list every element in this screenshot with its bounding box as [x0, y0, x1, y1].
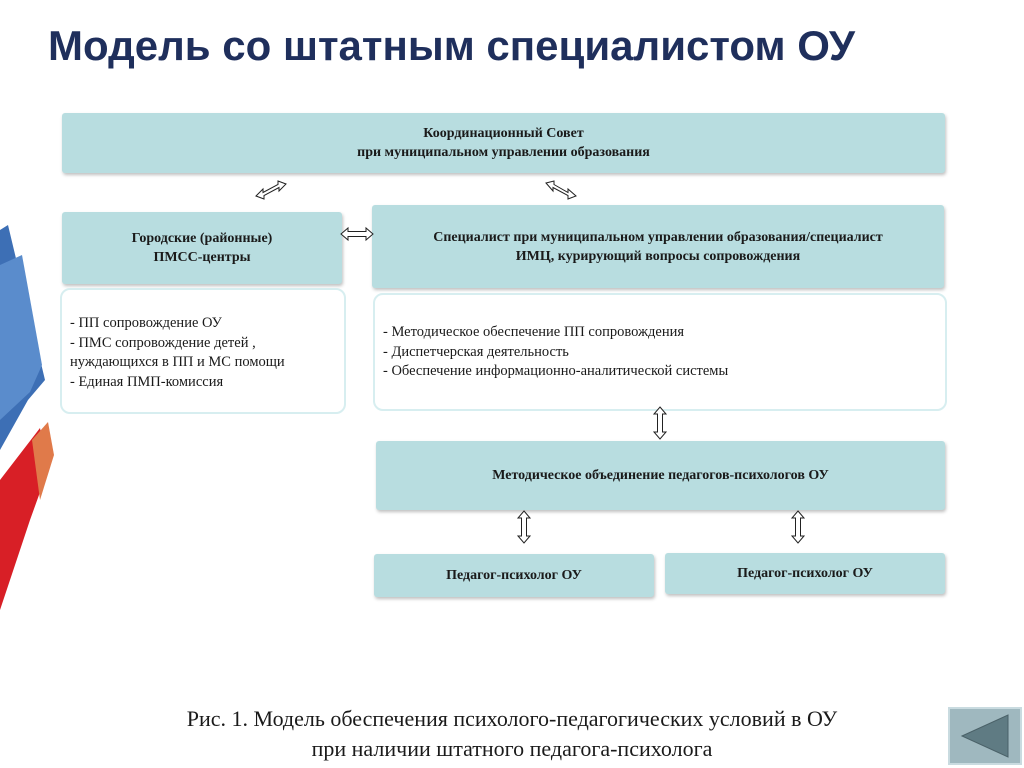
- psychologist-right-box: Педагог-психолог ОУ: [665, 553, 945, 594]
- specialist-function-item: - Диспетчерская деятельность: [383, 343, 569, 360]
- pmss-line1: Городские (районные): [131, 231, 273, 246]
- caption-line1: Рис. 1. Модель обеспечения психолого-пед…: [186, 706, 838, 731]
- pmss-function-item: нуждающихся в ПП и МС помощи: [70, 354, 285, 370]
- figure-caption: Рис. 1. Модель обеспечения психолого-пед…: [0, 704, 1024, 764]
- side-decoration: [0, 225, 54, 610]
- back-triangle-icon: [960, 714, 1009, 758]
- double-arrow-council-pmss: [255, 180, 287, 200]
- council-box: Координационный Совет при муниципальном …: [62, 113, 945, 173]
- methodical-label: Методическое объединение педагогов-психо…: [492, 468, 829, 483]
- double-arrow-pmss-specialist: [340, 226, 374, 242]
- pmss-functions-panel: - ПП сопровождение ОУ - ПМС сопровождени…: [60, 288, 346, 414]
- pmss-function-item: - Единая ПМП-комиссия: [70, 373, 224, 390]
- double-arrow-specialist-methodical: [652, 406, 668, 440]
- council-line2: при муниципальном управлении образования: [357, 145, 650, 160]
- specialist-box: Специалист при муниципальном управлении …: [372, 205, 944, 288]
- specialist-line1: Специалист при муниципальном управлении …: [433, 229, 883, 245]
- psychologist-right-label: Педагог-психолог ОУ: [737, 566, 873, 581]
- caption-line2: при наличии штатного педагога-психолога: [311, 736, 713, 761]
- psychologist-left-label: Педагог-психолог ОУ: [446, 568, 582, 583]
- specialist-functions-panel: - Методическое обеспечение ПП сопровожде…: [373, 293, 947, 411]
- pmss-line2: ПМСС-центры: [153, 250, 251, 265]
- council-line1: Координационный Совет: [423, 126, 584, 141]
- pmss-centers-box: Городские (районные) ПМСС-центры: [62, 212, 342, 284]
- page-title: Модель со штатным специалистом ОУ: [48, 22, 855, 69]
- pmss-function-item: - ПП сопровождение ОУ: [70, 315, 222, 331]
- back-nav-button[interactable]: [948, 707, 1022, 765]
- pmss-function-item: - ПМС сопровождение детей ,: [70, 334, 256, 351]
- double-arrow-council-specialist: [545, 180, 577, 200]
- psychologist-left-box: Педагог-психолог ОУ: [374, 554, 654, 597]
- methodical-association-box: Методическое объединение педагогов-психо…: [376, 441, 945, 510]
- double-arrow-methodical-psychologist-left: [516, 510, 532, 544]
- double-arrow-methodical-psychologist-right: [790, 510, 806, 544]
- specialist-function-item: - Обеспечение информационно-аналитическо…: [383, 363, 729, 379]
- specialist-function-item: - Методическое обеспечение ПП сопровожде…: [383, 324, 685, 340]
- specialist-line2: ИМЦ, курирующий вопросы сопровождения: [515, 248, 801, 264]
